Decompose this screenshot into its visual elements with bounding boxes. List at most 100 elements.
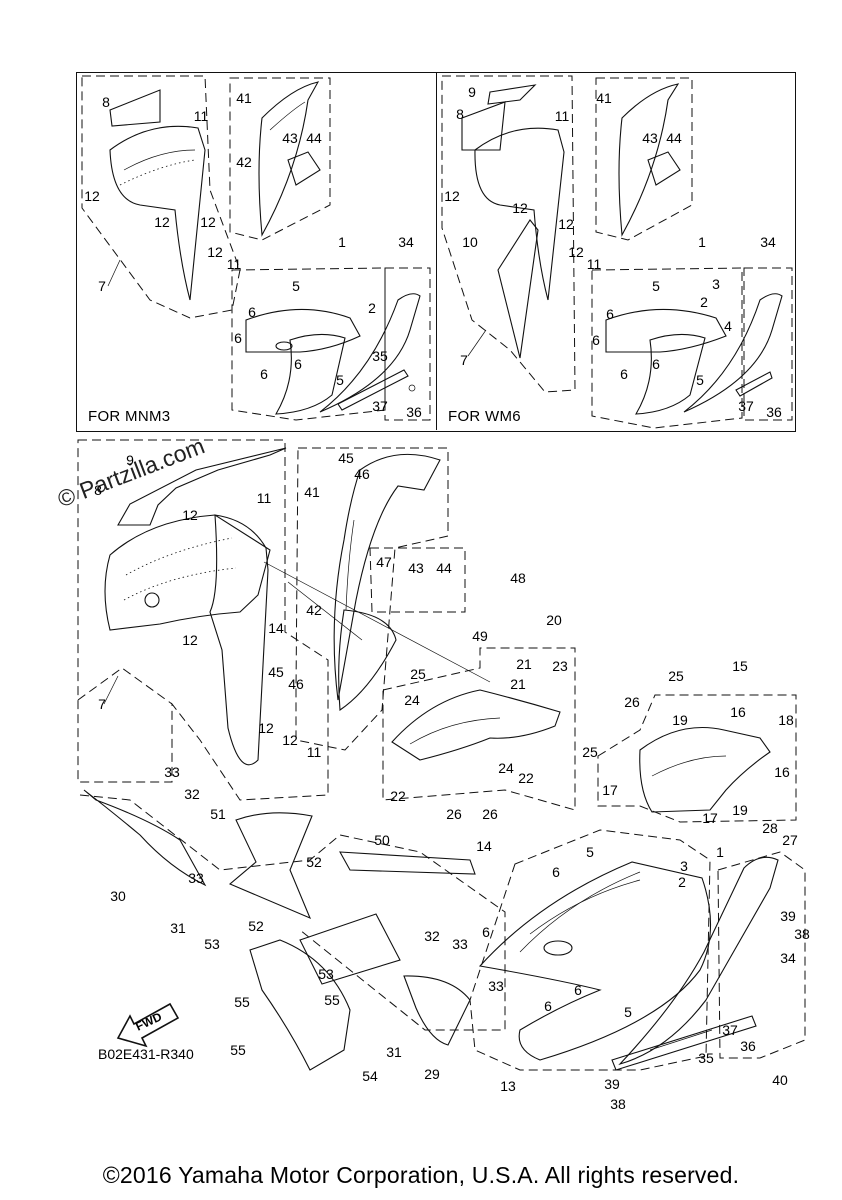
part-number: 39 xyxy=(604,1076,620,1092)
part-number: 43 xyxy=(282,130,298,146)
part-number: 1 xyxy=(698,234,706,250)
catalog-code: B02E431-R340 xyxy=(98,1046,194,1062)
part-number: 8 xyxy=(456,106,464,122)
part-number: 33 xyxy=(488,978,504,994)
part-number: 52 xyxy=(248,918,264,934)
part-number: 26 xyxy=(446,806,462,822)
part-number: 12 xyxy=(444,188,460,204)
part-number: 10 xyxy=(462,234,478,250)
part-number: 31 xyxy=(386,1044,402,1060)
part-number: 30 xyxy=(110,888,126,904)
part-number: 37 xyxy=(722,1022,738,1038)
part-number: 2 xyxy=(678,874,686,890)
part-number: 8 xyxy=(94,482,102,498)
part-number: 6 xyxy=(248,304,256,320)
part-number: 7 xyxy=(98,278,106,294)
part-number: 12 xyxy=(182,507,198,523)
part-number: 17 xyxy=(702,810,718,826)
part-number: 20 xyxy=(546,612,562,628)
part-number: 12 xyxy=(182,632,198,648)
part-number: 7 xyxy=(460,352,468,368)
part-number: 6 xyxy=(620,366,628,382)
part-number: 41 xyxy=(236,90,252,106)
part-number: 32 xyxy=(184,786,200,802)
part-number: 12 xyxy=(200,214,216,230)
part-number: 27 xyxy=(782,832,798,848)
mnm3-panel-drawing xyxy=(81,75,431,421)
part-number: 16 xyxy=(730,704,746,720)
wm6-panel-drawing xyxy=(441,75,793,429)
part-number: 12 xyxy=(568,244,584,260)
part-number: 6 xyxy=(234,330,242,346)
part-number: 5 xyxy=(624,1004,632,1020)
part-number: 25 xyxy=(410,666,426,682)
part-number: 12 xyxy=(282,732,298,748)
part-number: 21 xyxy=(510,676,526,692)
part-number: 36 xyxy=(766,404,782,420)
part-number: 4 xyxy=(724,318,732,334)
part-number: 6 xyxy=(260,366,268,382)
part-number: 11 xyxy=(256,490,272,506)
part-number: 52 xyxy=(306,854,322,870)
part-number: 41 xyxy=(304,484,320,500)
part-number: 53 xyxy=(318,966,334,982)
part-number: 34 xyxy=(398,234,414,250)
part-number: 3 xyxy=(712,276,720,292)
part-number: 9 xyxy=(468,84,476,100)
panel-label-wm6: FOR WM6 xyxy=(448,408,521,425)
part-number: 11 xyxy=(306,744,322,760)
part-number: 54 xyxy=(362,1068,378,1084)
part-number: 35 xyxy=(372,348,388,364)
part-number: 44 xyxy=(436,560,452,576)
part-number: 6 xyxy=(482,924,490,940)
part-number: 44 xyxy=(666,130,682,146)
part-number: 34 xyxy=(780,950,796,966)
part-number: 1 xyxy=(716,844,724,860)
part-number: 21 xyxy=(516,656,532,672)
part-number: 5 xyxy=(586,844,594,860)
part-number: 5 xyxy=(292,278,300,294)
part-number: 55 xyxy=(324,992,340,1008)
part-number: 42 xyxy=(306,602,322,618)
part-number: 18 xyxy=(778,712,794,728)
part-number: 36 xyxy=(406,404,422,420)
part-number: 33 xyxy=(188,870,204,886)
part-number: 6 xyxy=(592,332,600,348)
part-number: 33 xyxy=(164,764,180,780)
part-number: 24 xyxy=(498,760,514,776)
part-number: 26 xyxy=(482,806,498,822)
part-number: 5 xyxy=(696,372,704,388)
part-number: 53 xyxy=(204,936,220,952)
part-number: 46 xyxy=(354,466,370,482)
part-number: 14 xyxy=(268,620,284,636)
panel-label-mnm3: FOR MNM3 xyxy=(88,408,171,425)
part-number: 7 xyxy=(98,696,106,712)
part-number: 37 xyxy=(372,398,388,414)
part-number: 6 xyxy=(652,356,660,372)
part-number: 6 xyxy=(544,998,552,1014)
part-number: 11 xyxy=(226,256,242,272)
part-number: 32 xyxy=(424,928,440,944)
part-number: 26 xyxy=(624,694,640,710)
part-number: 42 xyxy=(236,154,252,170)
part-number: 2 xyxy=(700,294,708,310)
part-number: 15 xyxy=(732,658,748,674)
part-number: 43 xyxy=(408,560,424,576)
part-number: 34 xyxy=(760,234,776,250)
part-number: 3 xyxy=(680,858,688,874)
part-number: 6 xyxy=(606,306,614,322)
part-number: 14 xyxy=(476,838,492,854)
part-number: 13 xyxy=(500,1078,516,1094)
copyright-notice: ©2016 Yamaha Motor Corporation, U.S.A. A… xyxy=(102,1162,740,1188)
part-number: 40 xyxy=(772,1072,788,1088)
part-number: 46 xyxy=(288,676,304,692)
part-number: 11 xyxy=(554,108,570,124)
part-number: 8 xyxy=(102,94,110,110)
part-number: 6 xyxy=(294,356,302,372)
part-number: 9 xyxy=(126,452,134,468)
part-number: 11 xyxy=(586,256,602,272)
part-number: 24 xyxy=(404,692,420,708)
part-number: 11 xyxy=(193,108,209,124)
part-number: 23 xyxy=(552,658,568,674)
